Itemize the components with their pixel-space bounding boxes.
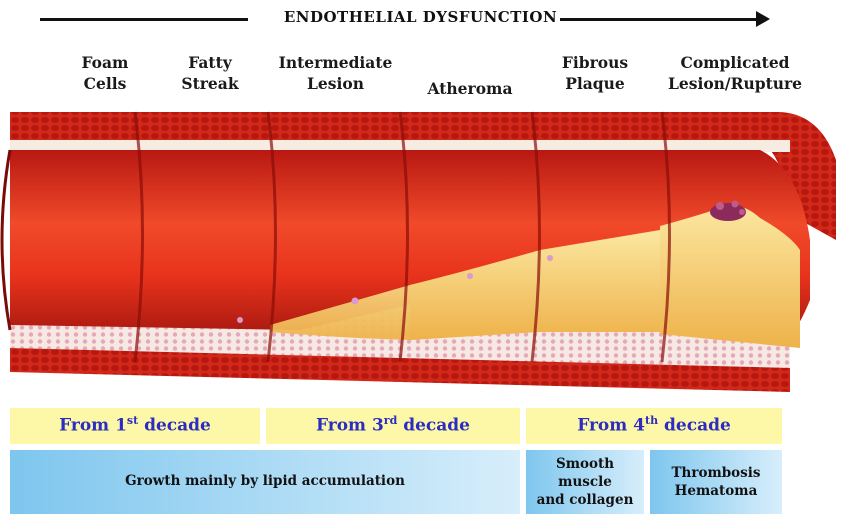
stage-label-atheroma: Atheroma xyxy=(415,78,525,99)
decade-label-3: From 3rd decade xyxy=(266,414,520,436)
mechanism-label-smooth-muscle: Smooth muscle and collagen xyxy=(526,455,644,509)
mechanism-label-thrombosis: Thrombosis Hematoma xyxy=(650,464,782,500)
decade-label-1: From 1st decade xyxy=(10,414,260,436)
decade-label-4: From 4th decade xyxy=(526,414,782,436)
header-title: ENDOTHELIAL DYSFUNCTION xyxy=(0,8,841,26)
artery-illustration xyxy=(0,100,841,400)
header-arrow-right-line xyxy=(560,18,760,21)
mechanism-label-lipid: Growth mainly by lipid accumulation xyxy=(10,472,520,490)
header-arrowhead-icon xyxy=(756,11,770,27)
